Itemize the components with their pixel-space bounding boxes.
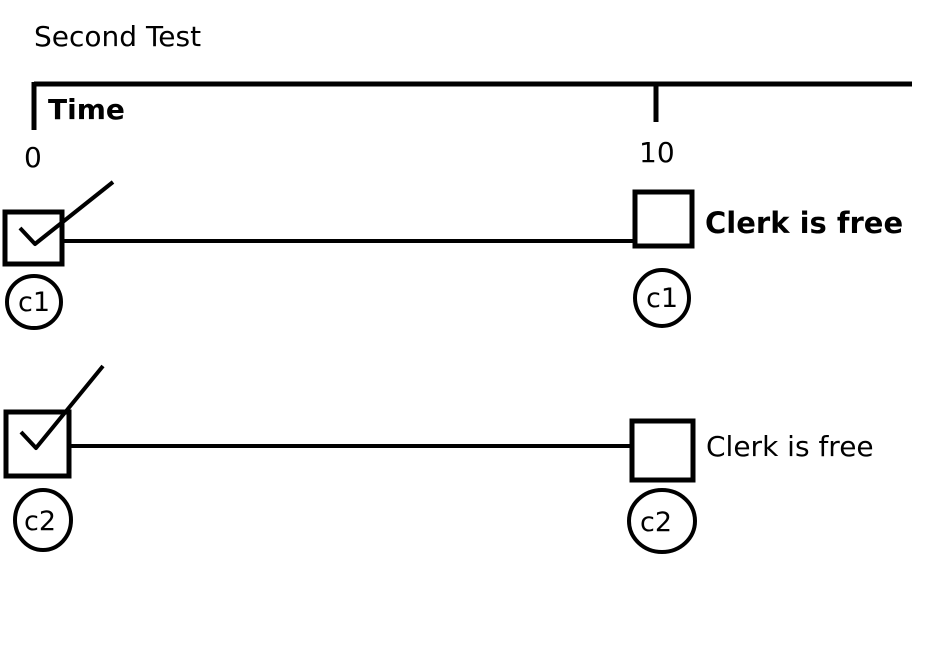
- row-c1-check-icon: [18, 180, 115, 246]
- row-c2-start-node-label: c2: [24, 506, 56, 537]
- row-c2-check-icon: [19, 364, 105, 450]
- row-c2-end-note: Clerk is free: [706, 430, 874, 463]
- row-c1-end-box: [632, 189, 695, 249]
- row-c1-end-node-circle: [633, 268, 691, 328]
- row-c1-start-node-circle: [5, 274, 63, 330]
- row-c2-end-node-circle: [627, 488, 697, 554]
- row-c2-end-node-label: c2: [640, 507, 672, 538]
- row-c1-start-box: [2, 209, 65, 267]
- tick-label-0: 0: [24, 141, 42, 174]
- row-c1: Clerk is free c1 c1: [2, 180, 903, 330]
- row-c2-end-box: [629, 418, 696, 483]
- timeline: Time 0 10: [24, 81, 912, 174]
- row-c1-start-node-label: c1: [18, 287, 50, 318]
- row-c2-start-node-circle: [13, 488, 73, 552]
- timeline-label: Time: [48, 93, 125, 126]
- tick-label-10: 10: [639, 136, 675, 169]
- row-c2: Clerk is free c2 c2: [3, 364, 874, 554]
- row-c1-end-node-label: c1: [646, 283, 678, 314]
- diagram-title: Second Test: [34, 20, 201, 53]
- row-c1-end-note: Clerk is free: [705, 206, 903, 240]
